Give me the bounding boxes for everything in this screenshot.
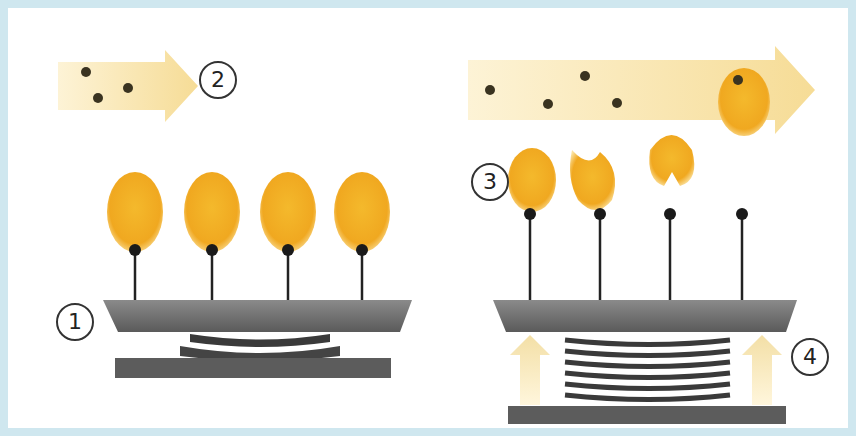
spring-coil (565, 351, 730, 356)
spring-coil (565, 384, 730, 389)
activated-receptors (508, 68, 770, 300)
spring-coil (565, 340, 730, 345)
spring-coil (565, 362, 730, 367)
spring-coil (565, 395, 730, 400)
callout-number: 2 (199, 61, 237, 99)
compressed-mount (103, 300, 412, 378)
extended-mount (493, 300, 797, 424)
callout-number: 1 (56, 303, 94, 341)
callout-number: 4 (791, 338, 829, 376)
receptor-set (107, 172, 390, 300)
callout-number: 3 (471, 163, 509, 201)
particle-flow (58, 50, 198, 122)
spring-coil (565, 373, 730, 378)
